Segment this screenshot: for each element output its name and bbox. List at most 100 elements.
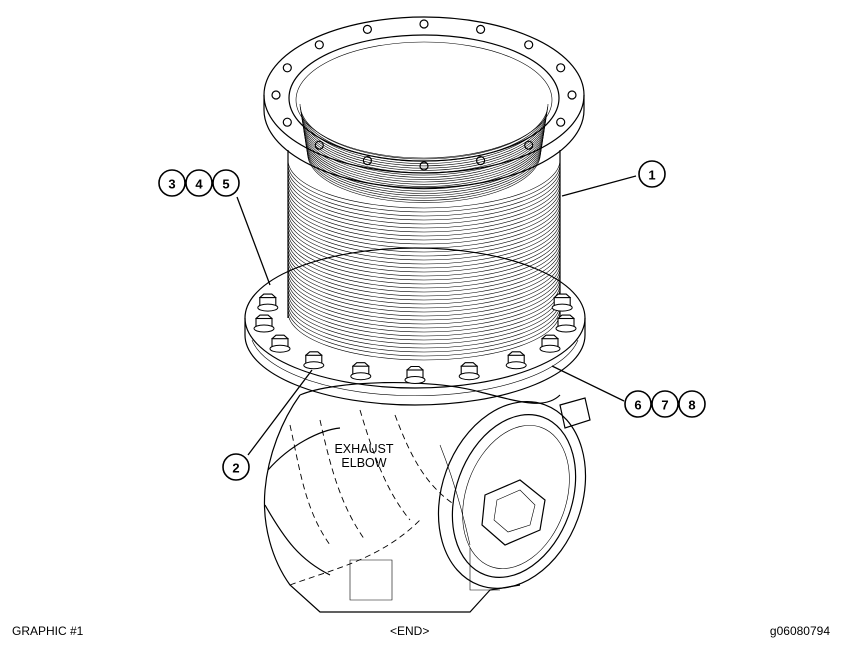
convolution xyxy=(287,227,561,277)
hex-bolt xyxy=(257,293,279,312)
convolution xyxy=(287,187,561,237)
convolution xyxy=(287,159,561,209)
convolution xyxy=(287,211,561,261)
part-label-line-1: EXHAUST xyxy=(334,442,393,456)
convolution xyxy=(287,307,561,357)
bolt-hole xyxy=(556,63,566,73)
bolt-hole xyxy=(476,24,486,34)
callout-6: 6 xyxy=(624,390,652,418)
svg-text:4: 4 xyxy=(195,177,203,192)
convolution xyxy=(287,195,561,245)
leader-6 xyxy=(551,365,625,402)
callout-3: 3 xyxy=(158,169,186,197)
lower-flange-bolts xyxy=(253,293,577,384)
convolution xyxy=(287,215,561,265)
convolution xyxy=(287,239,561,289)
convolution xyxy=(287,171,561,221)
convolution xyxy=(287,167,561,217)
convolution xyxy=(287,235,561,285)
convolution xyxy=(287,243,561,293)
bellows xyxy=(287,150,561,361)
inner-ring xyxy=(301,114,547,169)
inner-ring xyxy=(300,111,548,167)
convolution xyxy=(287,259,561,309)
exhaust-bellows-diagram: EXHAUST ELBOW 1 2 3 4 5 6 7 8 xyxy=(158,16,706,613)
convolution xyxy=(287,219,561,269)
bolt-hole xyxy=(362,24,372,34)
end-marker: <END> xyxy=(390,624,430,638)
svg-text:3: 3 xyxy=(168,177,175,192)
leader-2 xyxy=(247,369,313,456)
callout-4: 4 xyxy=(185,169,213,197)
convolution xyxy=(287,223,561,273)
hex-bolt xyxy=(404,365,426,384)
lower-flange xyxy=(244,247,586,406)
convolution xyxy=(287,199,561,249)
inner-ring xyxy=(307,153,541,203)
convolution xyxy=(287,179,561,229)
convolution xyxy=(287,203,561,253)
hex-bolt xyxy=(555,314,577,333)
bolt-hole xyxy=(271,90,281,100)
convolution xyxy=(287,295,561,345)
callout-7: 7 xyxy=(651,390,679,418)
inner-ring xyxy=(304,137,544,190)
bolt-hole xyxy=(524,40,534,50)
convolution xyxy=(287,207,561,257)
graphic-id: g06080794 xyxy=(769,624,830,638)
leader-1 xyxy=(561,175,637,197)
inner-ring xyxy=(300,109,548,164)
graphic-number: GRAPHIC #1 xyxy=(12,624,84,638)
callout-2: 2 xyxy=(222,453,250,481)
inner-ring xyxy=(303,129,545,183)
convolution xyxy=(287,271,561,321)
bolt-hole xyxy=(476,156,486,166)
bolt-hole xyxy=(282,117,292,127)
inner-ring xyxy=(300,106,548,162)
inner-ring xyxy=(302,122,546,176)
hex-bolt xyxy=(458,362,480,381)
upper-flange xyxy=(263,16,585,203)
convolution xyxy=(287,231,561,281)
convolution xyxy=(287,287,561,337)
callout-5: 5 xyxy=(212,169,240,197)
inner-ring xyxy=(305,140,543,192)
convolution xyxy=(287,267,561,317)
inner-ring xyxy=(305,142,543,194)
bolt-hole xyxy=(556,117,566,127)
convolution xyxy=(287,299,561,349)
inner-ring xyxy=(304,135,544,187)
bolt-hole xyxy=(567,90,577,100)
inner-ring xyxy=(306,150,542,201)
bolt-hole xyxy=(314,40,324,50)
inner-ring xyxy=(304,132,544,185)
hex-bolt xyxy=(551,293,573,312)
convolution xyxy=(287,163,561,213)
inner-ring xyxy=(299,103,549,160)
bellows-convolutions xyxy=(287,159,561,361)
convolution xyxy=(287,175,561,225)
part-label-line-2: ELBOW xyxy=(341,456,386,470)
bolt-hole xyxy=(362,156,372,166)
convolution xyxy=(287,191,561,241)
bellows-inner-rings xyxy=(299,103,549,203)
bolt-hole xyxy=(282,63,292,73)
convolution xyxy=(287,311,561,361)
svg-text:6: 6 xyxy=(634,398,641,413)
bolt-hole xyxy=(419,19,429,29)
bolt-hole xyxy=(419,161,429,171)
hex-bolt xyxy=(269,334,291,353)
inner-ring xyxy=(306,148,542,199)
hex-bolt xyxy=(350,362,372,381)
exhaust-elbow-casting xyxy=(263,381,591,613)
convolution xyxy=(287,291,561,341)
inner-ring xyxy=(306,145,542,197)
inner-ring xyxy=(303,127,545,180)
convolution xyxy=(287,255,561,305)
bolt-hole xyxy=(314,140,324,150)
hex-bolt xyxy=(253,314,275,333)
hex-bolt xyxy=(303,351,325,370)
hex-bolt xyxy=(539,334,561,353)
leader-5 xyxy=(236,196,271,286)
convolution xyxy=(287,303,561,353)
